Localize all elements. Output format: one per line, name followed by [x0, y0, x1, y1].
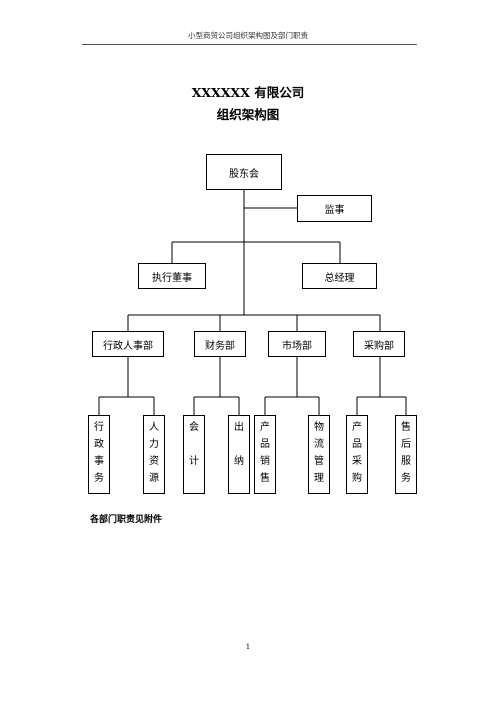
role-after-sales: 售后服务 [395, 415, 417, 494]
role-admin-affairs: 行政事务 [88, 415, 110, 494]
role-cashier: 出 纳 [228, 415, 250, 494]
dept-purchasing: 采购部 [353, 331, 405, 357]
dept-admin-hr: 行政人事部 [92, 331, 164, 357]
role-product-sales: 产品销售 [254, 415, 276, 494]
dept-finance: 财务部 [194, 331, 246, 357]
org-node-general-manager: 总经理 [302, 263, 377, 289]
role-human-resources: 人力资源 [143, 415, 165, 494]
attachment-note: 各部门职责见附件 [90, 515, 163, 525]
page-number: 1 [245, 643, 251, 651]
dept-marketing: 市场部 [268, 331, 326, 357]
company-title: XXXXXX 有限公司 [191, 85, 305, 100]
header-rule [82, 44, 417, 45]
org-node-shareholders: 股东会 [206, 154, 282, 190]
chart-title: 组织架构图 [216, 107, 280, 122]
org-node-executive-director: 执行董事 [138, 263, 206, 289]
role-accounting: 会 计 [183, 415, 205, 494]
role-logistics: 物流管理 [308, 415, 330, 494]
role-product-purchasing: 产品采购 [346, 415, 368, 494]
org-node-supervisor: 监事 [297, 195, 372, 222]
page-header: 小型商贸公司组织架构图及部门职责 [188, 31, 308, 40]
